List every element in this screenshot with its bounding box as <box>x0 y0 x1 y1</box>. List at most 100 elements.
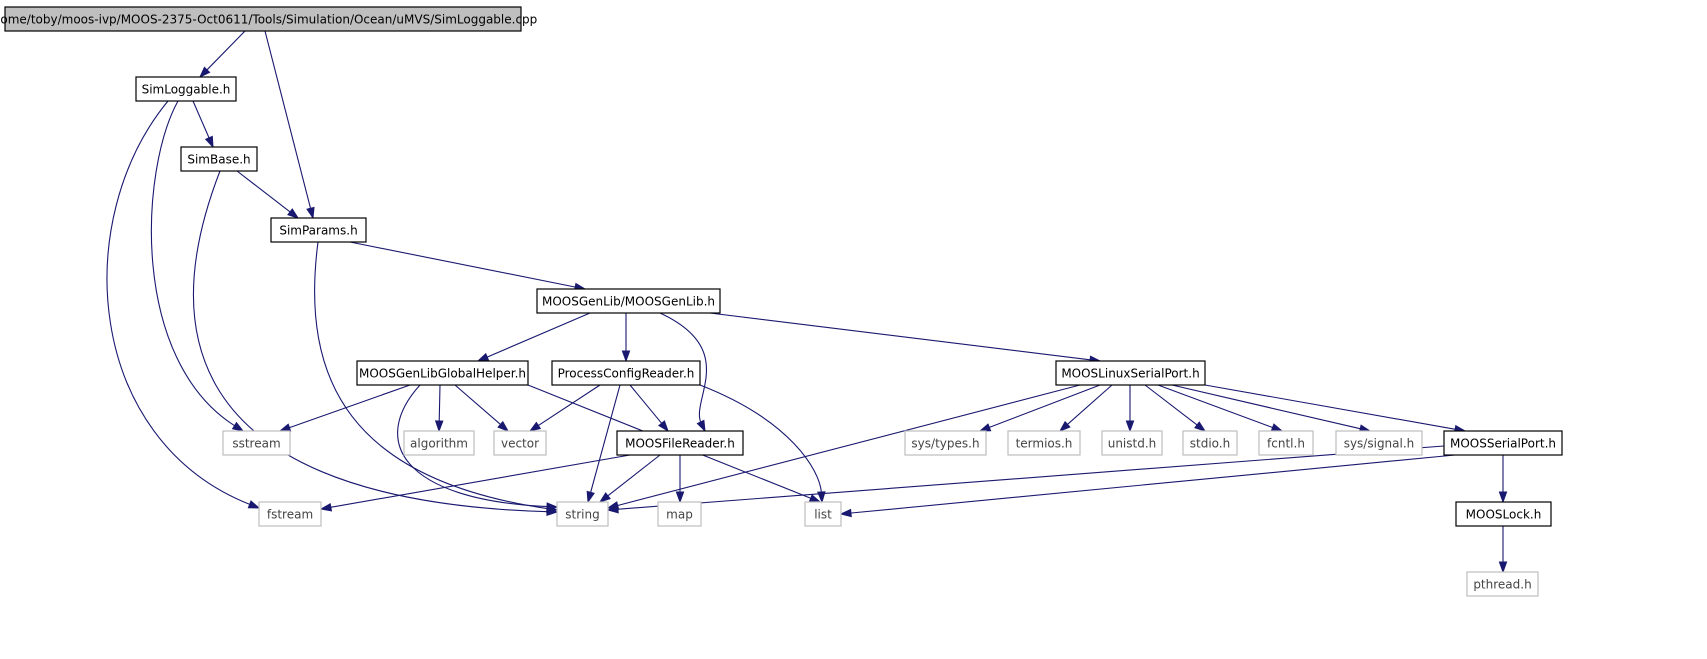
edge-arrowhead <box>598 492 611 503</box>
node-label: vector <box>501 437 539 451</box>
edge-simloggable-h-to-simbase-h <box>192 100 214 149</box>
edge-line <box>329 454 631 508</box>
edge-moosfilereader-h-to-fstream <box>319 454 631 512</box>
node-label: stdio.h <box>1190 437 1230 451</box>
edge-arrowhead <box>1125 420 1135 433</box>
edge-serialport-h-to-string <box>606 445 1445 514</box>
edge-line <box>699 384 822 494</box>
edge-linuxserial-h-to-unistd <box>1125 385 1135 433</box>
edge-line <box>397 384 549 508</box>
edge-arrowhead <box>497 420 510 432</box>
node-box <box>180 146 258 172</box>
edge-arrowhead <box>198 66 211 79</box>
node-linuxserial-h[interactable]: MOOSLinuxSerialPort.h <box>1055 360 1206 386</box>
edge-line <box>1204 384 1457 430</box>
edge-arrowhead <box>1194 421 1207 432</box>
edge-arrowhead <box>808 494 822 503</box>
node-box <box>536 288 721 314</box>
node-vector: vector <box>493 430 547 456</box>
node-label: SimLoggable.h <box>142 83 231 97</box>
edge-line <box>629 384 663 425</box>
edge-linuxserial-h-to-termios <box>1058 384 1113 432</box>
node-serialport-h[interactable]: MOOSSerialPort.h <box>1443 430 1563 456</box>
edge-arrowhead <box>1498 561 1508 574</box>
node-syssignal: sys/signal.h <box>1335 430 1423 456</box>
edge-linuxserial-h-to-serialport-h <box>1204 384 1467 434</box>
edge-line <box>106 100 251 506</box>
edge-simloggable-h-to-sstream <box>150 100 245 432</box>
node-label: map <box>666 508 693 522</box>
node-box <box>1466 571 1539 597</box>
nodes-layer: /home/toby/moos-ivp/MOOS-2375-Oct0611/To… <box>0 6 1563 597</box>
node-label: fcntl.h <box>1267 437 1305 451</box>
edge-arrowhead <box>696 419 706 433</box>
edge-line <box>236 170 292 213</box>
edge-serialport-h-to-list <box>839 454 1456 518</box>
node-simparams-h[interactable]: SimParams.h <box>270 217 367 243</box>
node-label: fstream <box>267 508 313 522</box>
node-label: MOOSLinuxSerialPort.h <box>1061 367 1199 381</box>
edge-globalhelper-h-to-vector <box>454 384 510 432</box>
node-box <box>904 430 987 456</box>
node-mooslock-h[interactable]: MOOSLock.h <box>1455 501 1552 527</box>
node-systypes: sys/types.h <box>904 430 987 456</box>
edge-simloggable-h-to-fstream <box>106 100 261 509</box>
node-moosgenlib-h[interactable]: MOOSGenLib/MOOSGenLib.h <box>536 288 721 314</box>
node-box <box>1007 430 1081 456</box>
edge-globalhelper-h-to-string <box>397 384 559 511</box>
node-box <box>222 430 291 456</box>
node-unistd: unistd.h <box>1101 430 1163 456</box>
node-label: sys/signal.h <box>1344 437 1415 451</box>
node-root[interactable]: /home/toby/moos-ivp/MOOS-2375-Oct0611/To… <box>0 6 537 32</box>
node-string: string <box>556 501 609 527</box>
edge-line <box>659 312 707 424</box>
node-box <box>657 501 702 527</box>
edge-arrowhead <box>978 423 992 432</box>
node-simloggable-h[interactable]: SimLoggable.h <box>135 76 237 102</box>
edge-line <box>454 384 502 426</box>
node-list: list <box>804 501 842 527</box>
edge-arrowhead <box>476 352 490 362</box>
edge-arrowhead <box>528 421 542 432</box>
edge-line <box>849 454 1456 514</box>
edge-arrowhead <box>1270 423 1284 432</box>
node-label: unistd.h <box>1108 437 1157 451</box>
node-label: MOOSGenLib/MOOSGenLib.h <box>542 295 715 309</box>
node-label: pthread.h <box>1473 578 1531 592</box>
node-globalhelper-h[interactable]: MOOSGenLibGlobalHelper.h <box>356 360 529 386</box>
node-box <box>403 430 475 456</box>
node-fcntl: fcntl.h <box>1258 430 1314 456</box>
edge-line <box>192 170 549 513</box>
edge-line <box>616 384 1081 507</box>
edge-arrowhead <box>1498 491 1508 504</box>
edge-line <box>1144 384 1199 426</box>
edge-moosgenlib-h-to-linuxserial-h <box>709 312 1102 364</box>
node-box <box>1101 430 1163 456</box>
node-processconfig-h[interactable]: ProcessConfigReader.h <box>551 360 701 386</box>
edge-line <box>1157 384 1274 429</box>
edge-processconfig-h-to-moosfilereader-h <box>629 384 669 433</box>
edge-line <box>314 241 549 510</box>
node-label: algorithm <box>410 437 468 451</box>
edge-simparams-h-to-moosgenlib-h <box>349 241 587 292</box>
node-box <box>616 430 744 456</box>
node-map: map <box>657 501 702 527</box>
node-label: sys/types.h <box>911 437 979 451</box>
node-label: MOOSFileReader.h <box>625 437 735 451</box>
edge-line <box>1066 384 1113 426</box>
edge-line <box>192 100 210 139</box>
edge-processconfig-h-to-string <box>586 384 621 504</box>
edge-arrowhead <box>586 490 595 504</box>
node-box <box>1182 430 1238 456</box>
node-label: MOOSGenLibGlobalHelper.h <box>359 367 526 381</box>
edge-line <box>349 241 577 288</box>
node-box <box>493 430 547 456</box>
edge-arrowhead <box>434 420 444 433</box>
edge-line <box>486 312 591 358</box>
edge-root-to-simparams-h <box>264 30 315 220</box>
edge-arrowhead <box>675 491 685 504</box>
edge-line <box>616 445 1445 510</box>
node-fstream: fstream <box>258 501 322 527</box>
node-moosfilereader-h[interactable]: MOOSFileReader.h <box>616 430 744 456</box>
node-simbase-h[interactable]: SimBase.h <box>180 146 258 172</box>
